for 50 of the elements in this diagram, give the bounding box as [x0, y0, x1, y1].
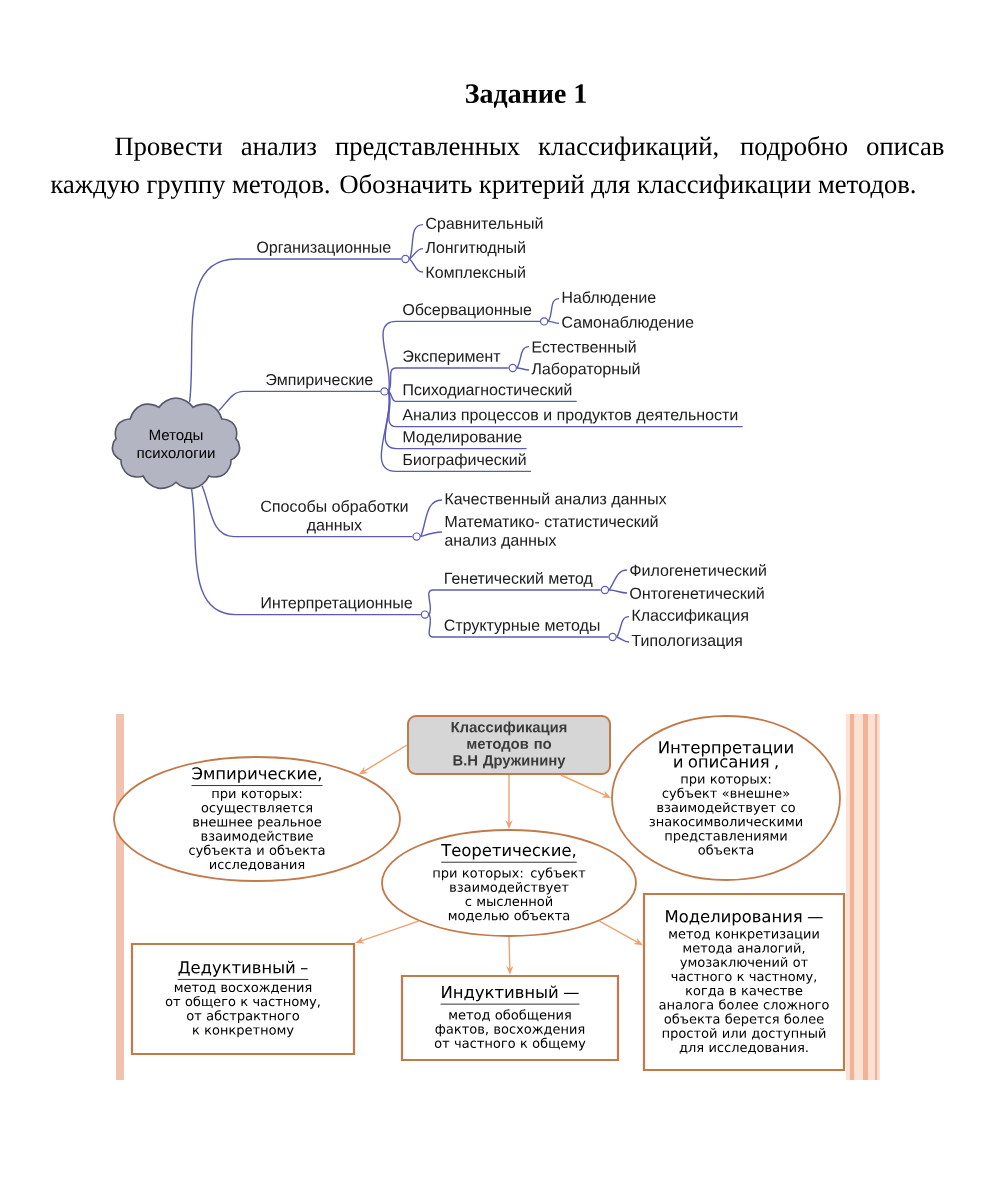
branch-line — [380, 390, 397, 473]
branch-line — [547, 297, 560, 323]
leaf-label: Филогенетический — [630, 563, 766, 576]
branch-label: Обсервационные — [395, 303, 549, 326]
leaf-label: Лонгитюдный — [425, 241, 525, 257]
branch-line — [428, 613, 434, 638]
branch-line — [608, 589, 628, 594]
branch-line — [201, 484, 235, 538]
branch-label: Психодиагностический — [395, 383, 578, 403]
branch-line — [420, 531, 443, 538]
branch-line — [408, 247, 424, 260]
branch-line — [387, 390, 397, 403]
leaf-label: Самонаблюдение — [562, 315, 694, 331]
leaf-label: Математико- статистический анализ данных — [445, 515, 658, 549]
leaf-label: Классификация — [632, 609, 748, 625]
branch-label: Интерпретационные — [235, 597, 430, 619]
branch-label: Генетический метод — [432, 571, 610, 595]
leaf-label: Комплексный — [426, 265, 525, 278]
branch-line — [608, 569, 628, 591]
branch-line — [408, 258, 424, 273]
leaf-label: Сравнительный — [426, 217, 543, 233]
branch-label: Организационные — [235, 241, 410, 264]
branch-label: Эксперимент — [395, 350, 517, 373]
leaf-label: Онтогенетический — [630, 586, 764, 599]
branch-line — [218, 390, 245, 412]
branch-line — [387, 367, 397, 393]
leaf-label: Естественный — [532, 340, 636, 353]
task-text: Провести анализ представленных классификаций, подробно описав каждую группу методов. Обозначить критерий для классификации методов. — [50, 136, 944, 199]
branch-label: Способы обработки данных — [233, 500, 421, 541]
branch-line — [616, 636, 630, 643]
leaf-label: Лабораторный — [531, 362, 640, 378]
branch-line — [428, 589, 434, 616]
branch-line — [387, 390, 397, 428]
leaf-label: Типологизация — [631, 634, 742, 650]
branch-label: Эмпирические — [243, 373, 389, 396]
branch-line — [516, 345, 530, 369]
branch-line — [516, 367, 530, 371]
leaf-label: Качественный анализ данных — [445, 492, 667, 508]
branch-label: Моделирование — [395, 431, 528, 450]
branch-line — [408, 223, 424, 260]
branch-line — [420, 499, 443, 538]
branch-label: Структурные методы — [432, 619, 617, 642]
heading: Задание 1 — [465, 84, 586, 108]
branch-line — [190, 488, 237, 616]
branch-label: Анализ процессов и продуктов деятельности — [395, 409, 744, 428]
branch-line — [188, 258, 237, 403]
branch-line — [547, 320, 560, 325]
branch-line — [616, 615, 630, 638]
branch-label: Биографический — [395, 453, 532, 473]
leaf-label: Наблюдение — [562, 291, 656, 307]
